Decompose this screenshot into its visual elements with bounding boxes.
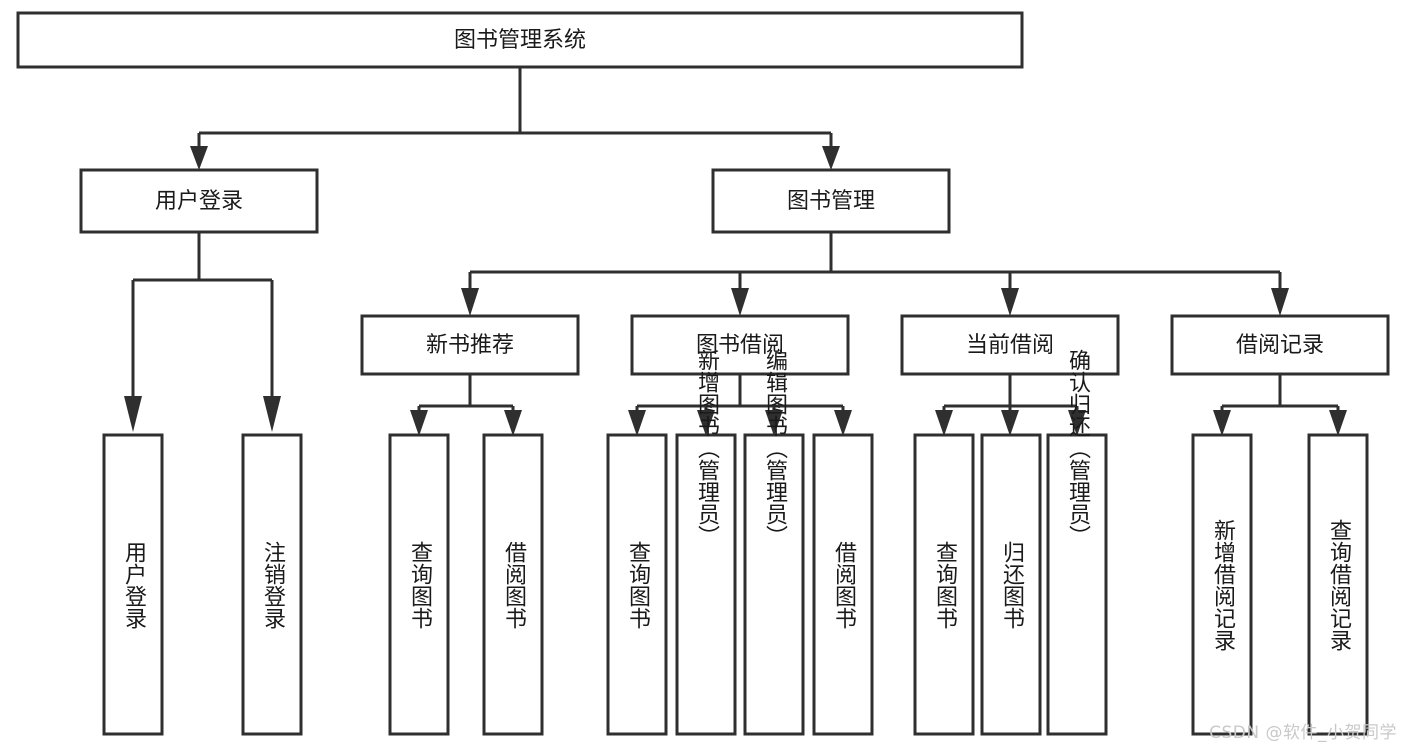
node-new-book-recommend-label: 新书推荐: [426, 333, 514, 358]
connectors-userlogin-to-leaves: [124, 232, 281, 432]
connectors-currentborrow-to-leaves: [935, 374, 1086, 436]
node-book-borrow-box[interactable]: [630, 314, 850, 376]
arrow-head-newbook-leaf-2: [504, 410, 522, 436]
node-leaf-borrow-add-box[interactable]: [675, 433, 737, 736]
node-leaf-current-query-label: 查询图书: [932, 541, 958, 629]
node-leaf-newbook-query[interactable]: 查询图书: [388, 433, 450, 736]
node-new-book-recommend-box[interactable]: [360, 314, 580, 376]
node-leaf-borrow-edit-label: 编辑图书（管理员）: [762, 349, 788, 547]
node-user-login-label: 用户登录: [155, 189, 243, 214]
node-leaf-newbook-borrow-label: 借阅图书: [501, 541, 527, 629]
arrow-head-new-book: [461, 288, 479, 316]
node-leaf-current-return-box[interactable]: [980, 433, 1042, 736]
node-leaf-current-confirm-label: 确认归还（管理员）: [1065, 349, 1091, 547]
node-leaf-record-query-box[interactable]: [1307, 433, 1369, 736]
node-leaf-record-add-label: 新增借阅记录: [1210, 519, 1236, 651]
node-leaf-borrow-edit-box[interactable]: [743, 433, 805, 736]
arrow-head-borrowrecords-leaf-2: [1329, 410, 1347, 436]
arrow-head-bookborrow-leaf-1: [628, 410, 646, 436]
node-leaf-borrow-add[interactable]: 新增图书（管理员）: [675, 349, 737, 736]
node-root-label: 图书管理系统: [454, 28, 586, 53]
node-leaf-current-query[interactable]: 查询图书: [913, 433, 975, 736]
node-borrow-records[interactable]: 借阅记录: [1170, 314, 1390, 376]
node-leaf-logout-label: 注销登录: [260, 541, 286, 629]
node-leaf-record-add-box[interactable]: [1191, 433, 1253, 736]
node-root[interactable]: 图书管理系统: [16, 11, 1024, 69]
node-leaf-borrow-query-box[interactable]: [606, 433, 668, 736]
node-leaf-borrow-query-label: 查询图书: [625, 541, 651, 629]
node-leaf-logout[interactable]: 注销登录: [241, 433, 303, 736]
node-leaf-user-login-box[interactable]: [102, 433, 164, 736]
node-leaf-borrow-book-label: 借阅图书: [831, 541, 857, 629]
arrow-head-leaf-logout: [263, 396, 281, 432]
arrow-head-bookborrow-leaf-2: [697, 410, 715, 436]
connectors-borrowrecords-to-leaves: [1213, 374, 1347, 436]
arrow-head-currentborrow-leaf-2: [1001, 410, 1019, 436]
node-leaf-current-confirm[interactable]: 确认归还（管理员）: [1046, 349, 1108, 736]
node-book-manage[interactable]: 图书管理: [711, 168, 951, 234]
node-book-borrow[interactable]: 图书借阅: [630, 314, 850, 376]
connectors-bookborrow-to-leaves: [628, 374, 852, 436]
node-leaf-record-add[interactable]: 新增借阅记录: [1191, 433, 1253, 736]
connectors-root-to-level2: [190, 67, 840, 170]
node-leaf-newbook-query-box[interactable]: [388, 433, 450, 736]
arrow-head-current-borrow: [1001, 288, 1019, 316]
node-leaf-logout-box[interactable]: [241, 433, 303, 736]
node-book-manage-label: 图书管理: [787, 189, 875, 214]
node-leaf-current-return[interactable]: 归还图书: [980, 433, 1042, 736]
arrow-head-bookborrow-leaf-4: [834, 410, 852, 436]
arrow-head-currentborrow-leaf-3: [1068, 410, 1086, 436]
arrow-head-currentborrow-leaf-1: [935, 410, 953, 436]
node-leaf-newbook-query-label: 查询图书: [407, 541, 433, 629]
node-current-borrow-box[interactable]: [900, 314, 1120, 376]
arrow-head-book-borrow: [731, 288, 749, 316]
node-leaf-record-query[interactable]: 查询借阅记录: [1307, 433, 1369, 736]
node-leaf-user-login[interactable]: 用户登录: [102, 433, 164, 736]
connectors-bookmanage-to-level3: [461, 232, 1289, 316]
arrow-head-book-manage: [822, 146, 840, 170]
node-leaf-user-login-label: 用户登录: [121, 541, 147, 629]
node-new-book-recommend[interactable]: 新书推荐: [360, 314, 580, 376]
node-leaf-current-return-label: 归还图书: [999, 541, 1025, 629]
node-user-login-box[interactable]: [79, 168, 319, 234]
node-leaf-borrow-book[interactable]: 借阅图书: [812, 433, 874, 736]
node-leaf-borrow-query[interactable]: 查询图书: [606, 433, 668, 736]
node-leaf-record-query-label: 查询借阅记录: [1326, 519, 1352, 651]
node-book-borrow-label: 图书借阅: [696, 333, 784, 358]
node-root-box[interactable]: [16, 11, 1024, 69]
arrow-head-leaf-user-login: [124, 396, 142, 432]
node-current-borrow-label: 当前借阅: [966, 333, 1054, 358]
arrow-head-newbook-leaf-1: [410, 410, 428, 436]
node-user-login[interactable]: 用户登录: [79, 168, 319, 234]
node-leaf-borrow-edit[interactable]: 编辑图书（管理员）: [743, 349, 805, 736]
node-current-borrow[interactable]: 当前借阅: [900, 314, 1120, 376]
arrow-head-user-login: [190, 146, 208, 170]
node-book-manage-box[interactable]: [711, 168, 951, 234]
node-leaf-borrow-add-label: 新增图书（管理员）: [694, 349, 720, 547]
node-borrow-records-label: 借阅记录: [1236, 333, 1324, 358]
node-leaf-newbook-borrow-box[interactable]: [482, 433, 544, 736]
connectors-newbook-to-leaves: [410, 374, 522, 436]
node-leaf-current-query-box[interactable]: [913, 433, 975, 736]
arrow-head-borrow-records: [1271, 288, 1289, 316]
node-borrow-records-box[interactable]: [1170, 314, 1390, 376]
arrow-head-borrowrecords-leaf-1: [1213, 410, 1231, 436]
node-leaf-borrow-book-box[interactable]: [812, 433, 874, 736]
node-leaf-newbook-borrow[interactable]: 借阅图书: [482, 433, 544, 736]
arrow-head-bookborrow-leaf-3: [765, 410, 783, 436]
node-leaf-current-confirm-box[interactable]: [1046, 433, 1108, 736]
